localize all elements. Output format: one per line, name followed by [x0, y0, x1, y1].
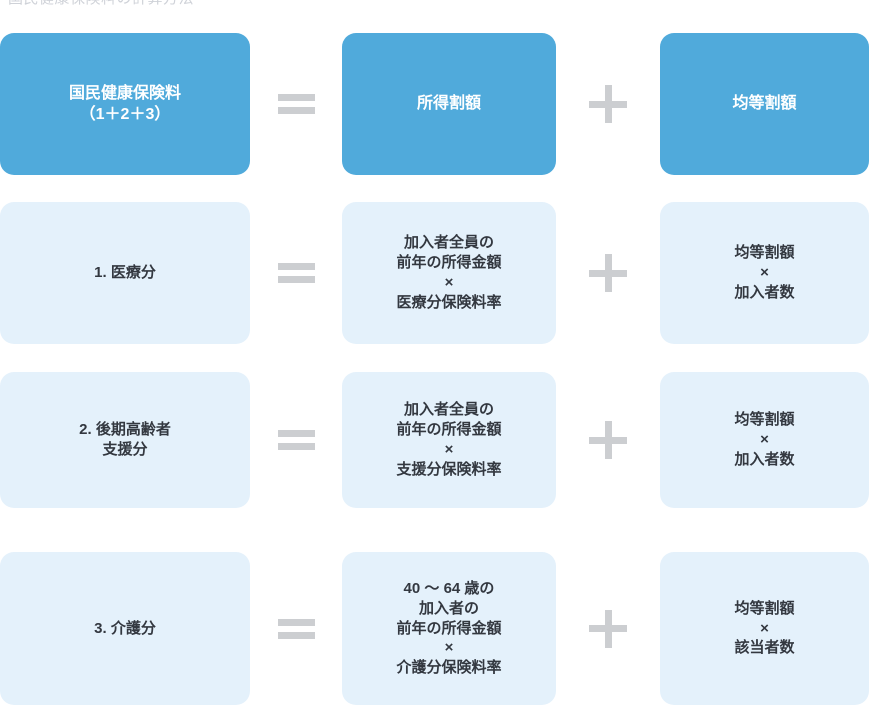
multiply-icon: ×	[444, 639, 454, 657]
text-line: 支援分保険料率	[396, 460, 502, 478]
row-elderly-support-right-text: 均等割額 × 加入者数	[734, 410, 794, 469]
text-line: （1＋2＋3）	[79, 106, 171, 123]
row-elderly-support-middle-box: 加入者全員の 前年の所得金額 × 支援分保険料率	[342, 372, 556, 508]
row-medical-left-text: 1. 医療分	[94, 263, 156, 283]
formula-row-nursing-care: 3. 介護分 40 〜 64 歳の 加入者の 前年の所得金額 × 介護分保険料率…	[0, 552, 869, 705]
text-line: 加入者数	[734, 283, 795, 301]
text-line: 3. 介護分	[94, 619, 156, 637]
text-line: 前年の所得金額	[396, 421, 502, 439]
plus-icon	[589, 609, 627, 648]
row-elderly-support-left-text: 2. 後期高齢者 支援分	[79, 420, 171, 460]
text-line: 加入者全員の	[403, 234, 494, 252]
formula-row-medical: 1. 医療分 加入者全員の 前年の所得金額 × 医療分保険料率 均等割額 × 加…	[0, 202, 869, 344]
row-total-right-box: 均等割額	[660, 33, 869, 175]
text-line: 加入者数	[734, 450, 795, 468]
text-line: 均等割額	[734, 411, 795, 429]
equals-icon	[277, 430, 315, 450]
equals-icon	[277, 94, 315, 114]
row-medical-left-box: 1. 医療分	[0, 202, 250, 344]
row-medical-middle-text: 加入者全員の 前年の所得金額 × 医療分保険料率	[396, 233, 501, 312]
clipped-title-strip: 国民健康保険料の計算方法	[0, 0, 869, 8]
text-line: 1. 医療分	[94, 264, 156, 282]
text-line: 加入者の	[418, 599, 479, 617]
formula-row-total: 国民健康保険料 （1＋2＋3） 所得割額 均等割額	[0, 33, 869, 175]
equals-operator-row-total	[250, 33, 342, 175]
equals-operator-row-nursing-care	[250, 552, 342, 705]
row-total-left-text: 国民健康保険料 （1＋2＋3）	[69, 83, 181, 125]
text-line: 国民健康保険料	[68, 84, 181, 102]
text-line: 前年の所得金額	[396, 254, 502, 272]
row-total-left-box: 国民健康保険料 （1＋2＋3）	[0, 33, 250, 175]
row-nursing-care-right-box: 均等割額 × 該当者数	[660, 552, 869, 705]
equals-operator-row-medical	[250, 202, 342, 344]
text-line: 所得割額	[416, 95, 481, 113]
multiply-icon: ×	[760, 264, 769, 282]
text-line: 支援分	[102, 441, 148, 458]
row-nursing-care-right-text: 均等割額 × 該当者数	[734, 599, 794, 658]
row-elderly-support-left-box: 2. 後期高齢者 支援分	[0, 372, 250, 508]
text-line: 2. 後期高齢者	[79, 421, 171, 439]
equals-operator-row-elderly-support	[250, 372, 342, 508]
row-elderly-support-right-box: 均等割額 × 加入者数	[660, 372, 869, 508]
multiply-icon: ×	[760, 431, 769, 449]
row-total-middle-box: 所得割額	[342, 33, 556, 175]
row-medical-middle-box: 加入者全員の 前年の所得金額 × 医療分保険料率	[342, 202, 556, 344]
plus-icon	[589, 254, 627, 292]
row-nursing-care-middle-text: 40 〜 64 歳の 加入者の 前年の所得金額 × 介護分保険料率	[396, 579, 501, 678]
row-nursing-care-left-box: 3. 介護分	[0, 552, 250, 705]
equals-icon	[277, 618, 315, 639]
row-medical-right-text: 均等割額 × 加入者数	[734, 243, 794, 302]
plus-operator-row-elderly-support	[556, 372, 660, 508]
text-line: 医療分保険料率	[396, 293, 502, 311]
plus-operator-row-medical	[556, 202, 660, 344]
plus-icon	[589, 85, 627, 123]
text-line: 介護分保険料率	[396, 659, 502, 677]
plus-icon	[589, 421, 627, 459]
text-line: 均等割額	[734, 599, 795, 617]
clipped-title-text: 国民健康保険料の計算方法	[8, 0, 194, 8]
text-line: 均等割額	[734, 244, 795, 262]
plus-operator-row-total	[556, 33, 660, 175]
row-medical-right-box: 均等割額 × 加入者数	[660, 202, 869, 344]
equals-icon	[277, 263, 315, 283]
multiply-icon: ×	[760, 619, 769, 637]
multiply-icon: ×	[444, 441, 454, 458]
text-line: 該当者数	[734, 639, 795, 657]
row-nursing-care-left-text: 3. 介護分	[94, 619, 156, 639]
text-line: 加入者全員の	[403, 401, 494, 419]
formula-row-elderly-support: 2. 後期高齢者 支援分 加入者全員の 前年の所得金額 × 支援分保険料率 均等…	[0, 372, 869, 508]
row-total-right-text: 均等割額	[732, 93, 796, 114]
row-total-middle-text: 所得割額	[417, 93, 481, 114]
plus-operator-row-nursing-care	[556, 552, 660, 705]
row-elderly-support-middle-text: 加入者全員の 前年の所得金額 × 支援分保険料率	[396, 400, 501, 479]
row-nursing-care-middle-box: 40 〜 64 歳の 加入者の 前年の所得金額 × 介護分保険料率	[342, 552, 556, 705]
multiply-icon: ×	[444, 274, 454, 291]
text-line: 40 〜 64 歳の	[403, 580, 495, 597]
text-line: 均等割額	[732, 95, 797, 113]
text-line: 前年の所得金額	[396, 619, 502, 637]
